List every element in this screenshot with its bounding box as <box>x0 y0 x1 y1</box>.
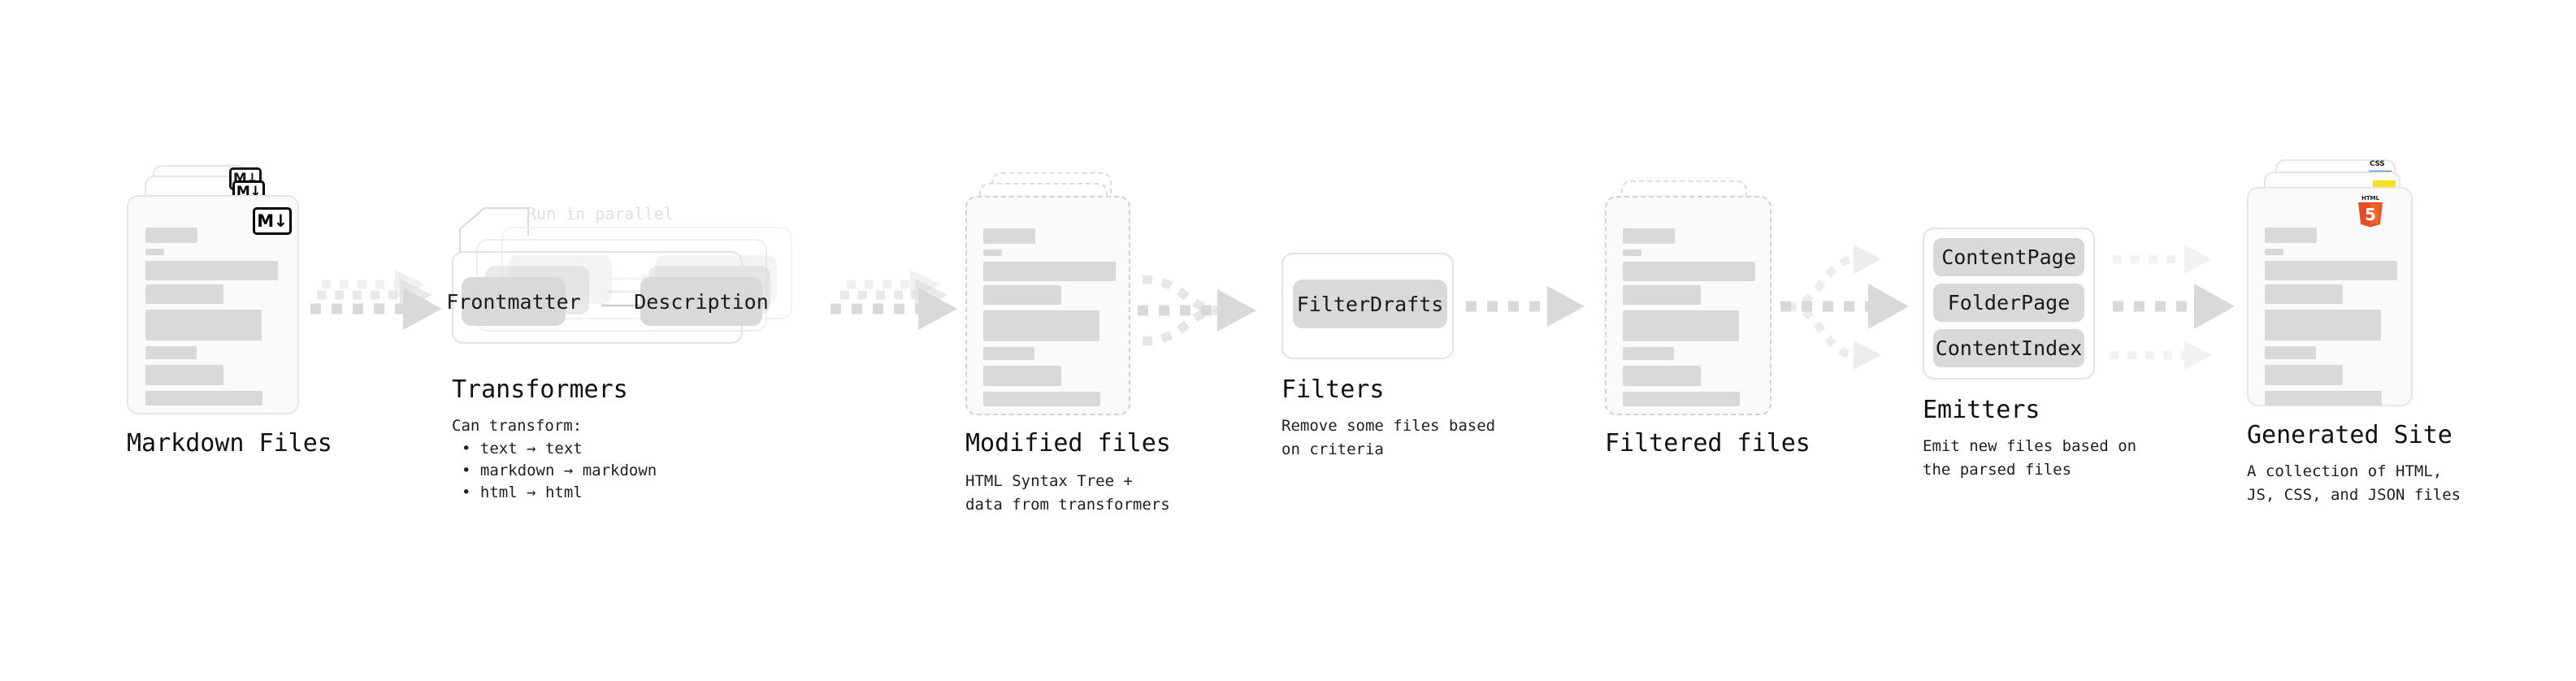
skeleton-line <box>2265 284 2343 304</box>
emitters-group-box <box>1923 228 2095 380</box>
skeleton-line <box>2265 346 2316 359</box>
skeleton-line <box>1623 285 1701 305</box>
run-in-parallel-annotation: Run in parallel <box>527 204 674 223</box>
skeleton-line <box>2265 365 2343 385</box>
skeleton-line <box>983 310 1099 341</box>
markdown-badge-front: M↓ <box>253 207 292 235</box>
stage-sub-emitters: Emit new files based on the parsed files <box>1923 437 2137 479</box>
stage-title-generated: Generated Site <box>2247 421 2452 449</box>
skeleton-line <box>2265 249 2283 255</box>
stage-title-emitters: Emitters <box>1923 396 2040 424</box>
svg-text:5: 5 <box>2365 205 2376 224</box>
stage-title-markdown: Markdown Files <box>127 429 332 458</box>
arrow-transformers-to-modified <box>830 270 957 330</box>
svg-text:HTML: HTML <box>2361 195 2380 202</box>
skeleton-line <box>145 284 223 304</box>
skeleton-line <box>983 249 1002 256</box>
css3-badge-label: CSS <box>2370 160 2385 168</box>
transformers-bullet-2: • html → html <box>462 484 583 501</box>
stage-sub-filters: Remove some files based on criteria <box>1281 417 1496 458</box>
skeleton-line <box>983 262 1116 281</box>
arrow-filters-to-filtered <box>1466 286 1585 327</box>
skeleton-line <box>2265 310 2381 340</box>
skeleton-line <box>145 365 223 385</box>
skeleton-line <box>1623 249 1641 256</box>
stage-title-modified: Modified files <box>965 429 1171 458</box>
transformer-pill-description[interactable]: Description <box>634 277 769 326</box>
emitter-pill-folderpage[interactable]: FolderPage <box>1933 284 2084 322</box>
skeleton-line <box>1623 347 1674 360</box>
markdown-badge-letter: M <box>257 211 274 231</box>
pill-label: FilterDrafts <box>1296 292 1444 316</box>
stage-title-filters: Filters <box>1281 375 1385 404</box>
stage-sub-modified: HTML Syntax Tree + data from transformer… <box>965 472 1170 514</box>
stage-sub-generated: A collection of HTML, JS, CSS, and JSON … <box>2247 462 2461 504</box>
run-in-parallel-leader <box>458 206 530 252</box>
emitter-pill-contentpage[interactable]: ContentPage <box>1933 238 2084 276</box>
pill-label: Description <box>634 289 769 314</box>
transformers-bullet-0: • text → text <box>462 440 583 458</box>
arrow-filtered-to-emitters <box>1780 245 1909 370</box>
markdown-badge-arrow: ↓ <box>273 211 288 231</box>
skeleton-line <box>145 391 262 406</box>
skeleton-line <box>2265 391 2382 406</box>
stage-sub-transformers: Can transform: <box>452 417 583 435</box>
filter-pill-filterdrafts[interactable]: FilterDrafts <box>1293 280 1447 328</box>
skeleton-line <box>1623 262 1755 281</box>
pill-label: FolderPage <box>1947 291 2071 314</box>
skeleton-line <box>145 228 197 243</box>
skeleton-line <box>983 285 1061 305</box>
stage-title-filtered: Filtered files <box>1605 429 1811 458</box>
transformers-bullet-1: • markdown → markdown <box>462 462 657 479</box>
filters-group-box <box>1281 253 1454 359</box>
pill-label: Frontmatter <box>446 289 581 314</box>
skeleton-line <box>2265 228 2317 243</box>
arrow-markdown-to-transformers <box>310 270 442 330</box>
arrow-modified-to-filters <box>1138 275 1256 346</box>
pill-label: ContentIndex <box>1935 336 2083 360</box>
skeleton-line <box>983 366 1061 386</box>
skeleton-line <box>145 346 197 359</box>
generated-card-front <box>2247 187 2413 406</box>
stage-title-transformers: Transformers <box>452 375 628 404</box>
skeleton-line <box>1623 310 1739 341</box>
skeleton-line <box>145 249 164 255</box>
skeleton-line <box>983 392 1100 406</box>
skeleton-line <box>983 228 1035 244</box>
modified-card-front <box>965 196 1130 415</box>
emitter-pill-contentindex[interactable]: ContentIndex <box>1933 329 2084 367</box>
skeleton-line <box>145 310 262 340</box>
html5-badge: HTML 5 <box>2358 195 2383 228</box>
pill-label: ContentPage <box>1941 245 2076 269</box>
transformer-pill-frontmatter[interactable]: Frontmatter <box>446 277 581 326</box>
skeleton-line <box>2265 261 2397 280</box>
arrow-emitters-to-generated <box>2110 245 2235 370</box>
skeleton-line <box>1623 392 1740 406</box>
skeleton-line <box>1623 366 1701 386</box>
skeleton-line <box>145 261 278 280</box>
skeleton-line <box>983 347 1034 360</box>
skeleton-line <box>1623 228 1675 244</box>
filtered-card-front <box>1605 196 1772 415</box>
